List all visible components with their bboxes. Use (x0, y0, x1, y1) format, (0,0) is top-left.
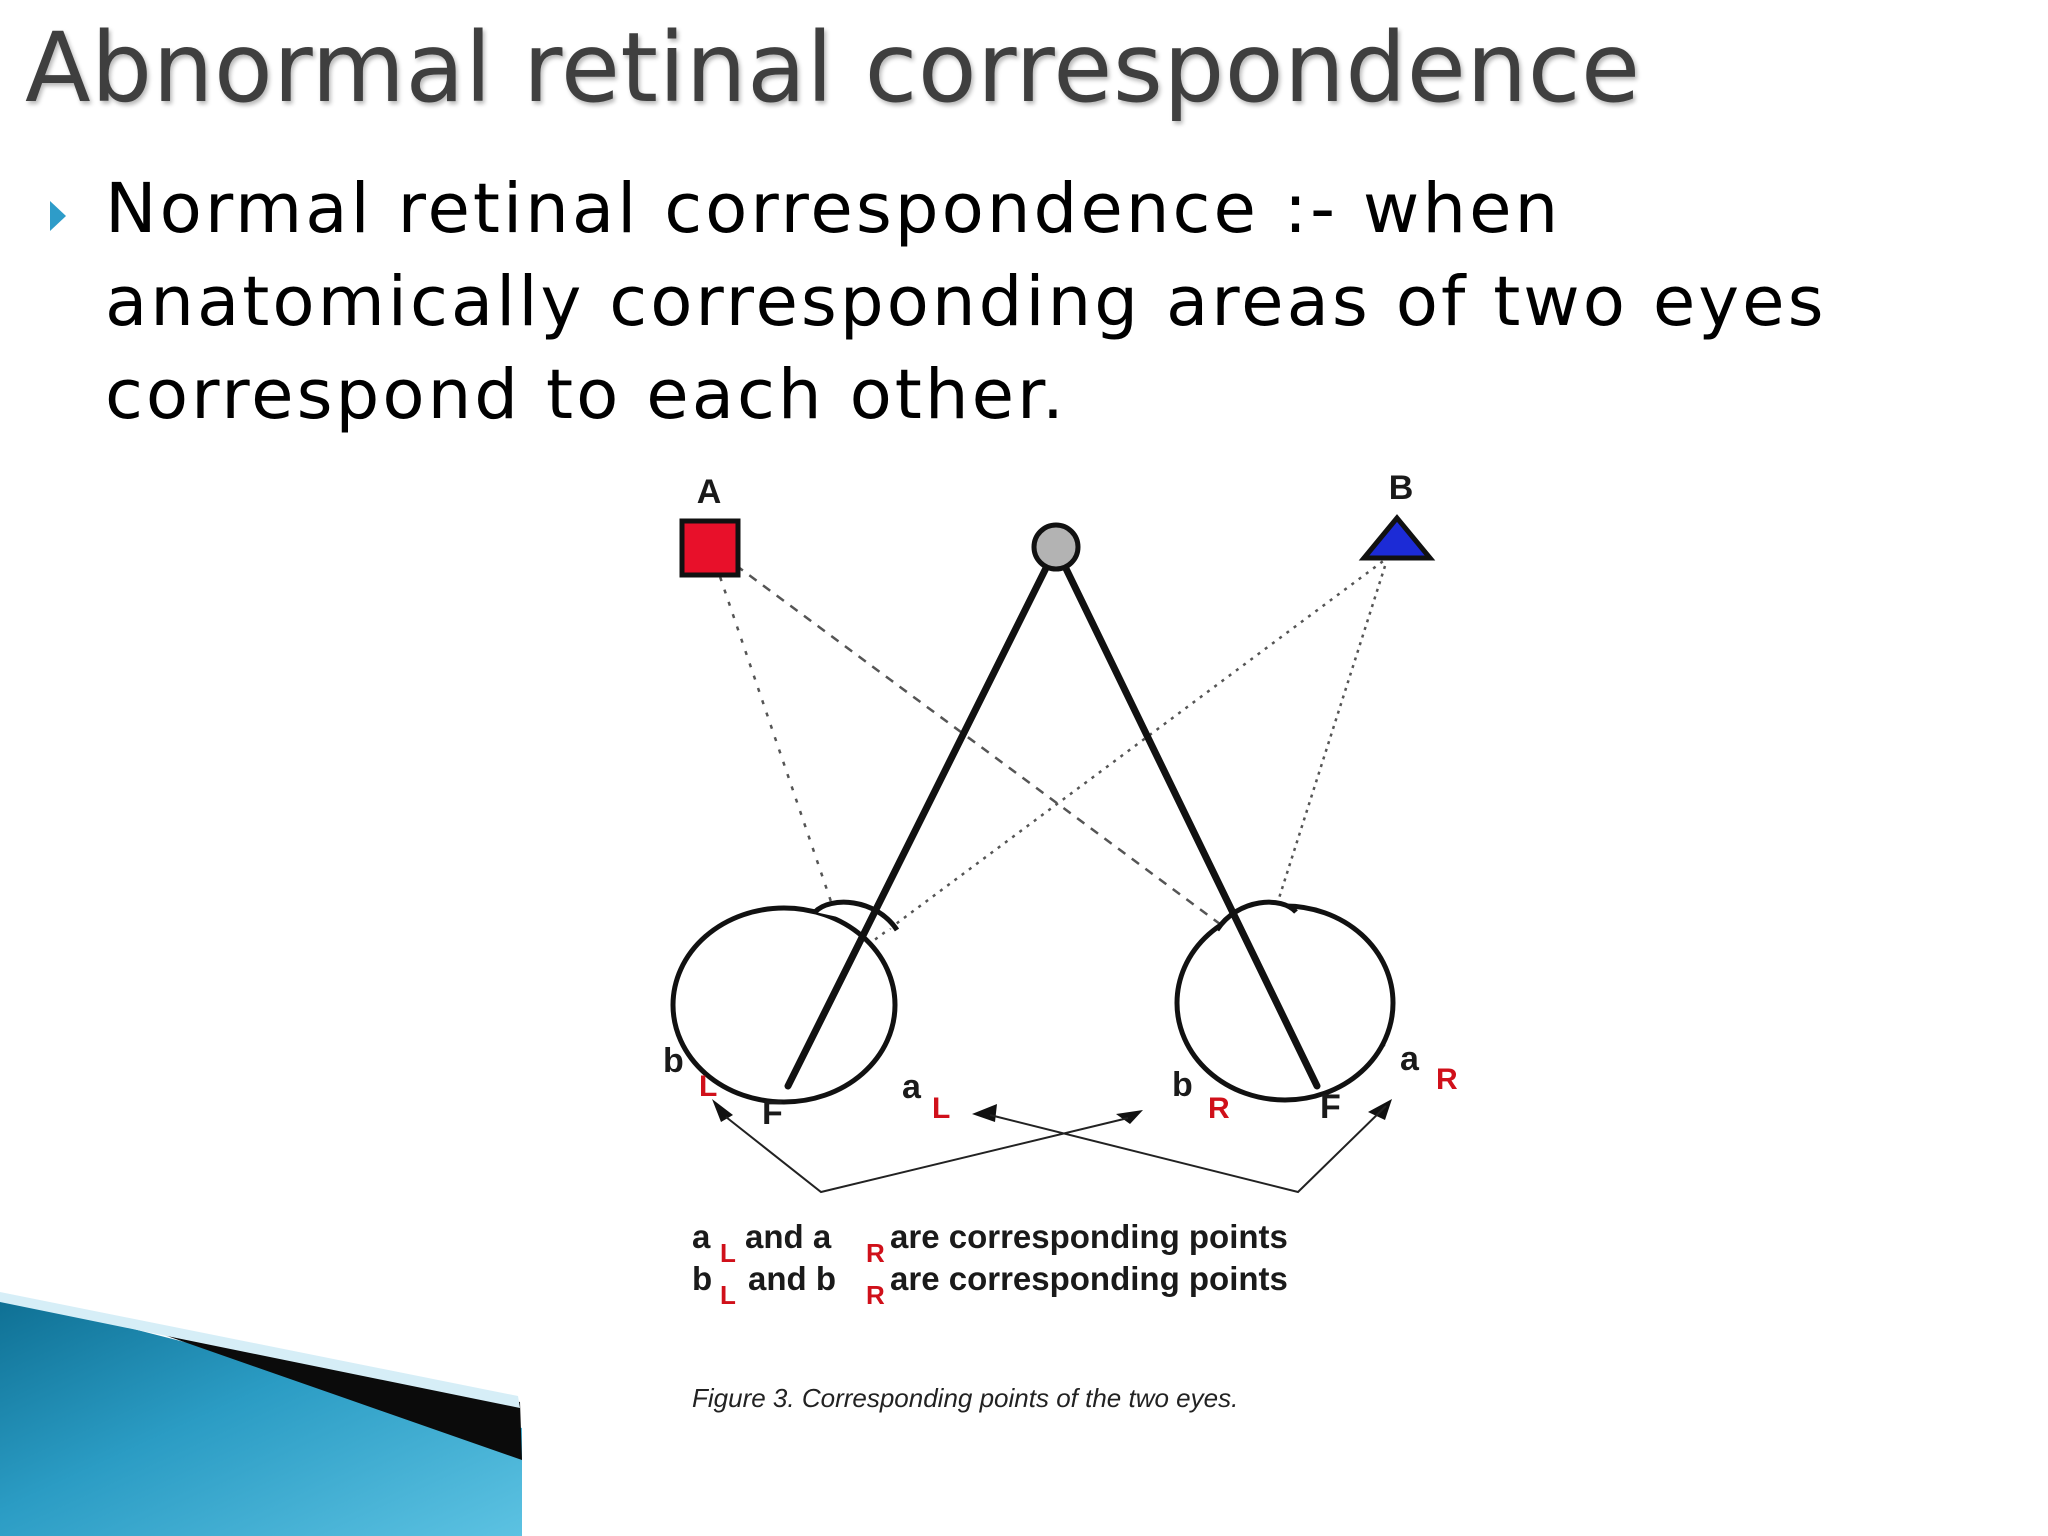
object-b-triangle (1358, 514, 1436, 561)
bullet-text: Normal retinal correspondence :- when an… (105, 163, 1985, 442)
retinal-labels: b L F a L b R F a R (663, 1040, 1458, 1132)
legend-line2-mid: and b (748, 1260, 836, 1297)
connector-b-left-to-b-right (725, 1116, 1129, 1194)
left-eye-cornea (813, 899, 900, 932)
corner-blue-shape (0, 1295, 522, 1536)
left-visual-axis (784, 544, 1060, 1090)
figure-caption: Figure 3. Corresponding points of the tw… (692, 1383, 1238, 1413)
label-a-right-subscript: R (1436, 1063, 1458, 1096)
right-eye (1174, 903, 1396, 1103)
corner-light-stripe (0, 1292, 520, 1408)
legend-line2-end: are corresponding points (890, 1260, 1288, 1297)
bullet-line-3: correspond to each other. (105, 355, 1067, 435)
bullet-line-1: Normal retinal correspondence :- when (105, 169, 1562, 249)
figure-legend: a L and a R are corresponding points b L… (692, 1218, 1288, 1310)
label-a-left-subscript: L (932, 1092, 950, 1125)
arrowhead-b-left (712, 1099, 733, 1122)
arrowhead-b-right (1116, 1110, 1143, 1124)
legend-line2-sub-R: R (866, 1280, 885, 1310)
object-a-square (679, 518, 741, 578)
right-visual-axis (1052, 544, 1321, 1090)
slide-title: Abnormal retinal correspondence (25, 12, 1641, 124)
legend-line1-mid: and a (745, 1218, 832, 1255)
legend-line1-sub-R: R (866, 1238, 885, 1268)
label-a-right: a (1400, 1040, 1420, 1078)
label-b-right-subscript: R (1208, 1092, 1230, 1125)
label-F-right: F (1320, 1088, 1341, 1126)
label-B: B (1389, 469, 1414, 507)
legend-line2-b: b (692, 1260, 712, 1297)
bullet-line-2: anatomically corresponding areas of two … (105, 262, 1827, 342)
projection-line-b-right (1226, 565, 1387, 1059)
bullet-arrow-icon (50, 201, 66, 231)
legend-line1-sub-L: L (720, 1238, 736, 1268)
label-F-left: F (762, 1094, 783, 1132)
arrowhead-a-right (1368, 1099, 1392, 1120)
label-A: A (697, 473, 722, 511)
legend-line1-a: a (692, 1218, 711, 1255)
label-b-left-subscript: L (699, 1070, 717, 1103)
label-a-left: a (902, 1068, 922, 1106)
label-b-left: b (663, 1042, 684, 1080)
projection-line-a-right (721, 553, 1391, 1052)
label-b-right: b (1172, 1066, 1193, 1104)
left-eye (670, 905, 898, 1105)
arrowhead-a-left (972, 1104, 997, 1122)
connector-a-left-to-a-right (989, 1105, 1387, 1194)
fixation-point (1031, 522, 1081, 572)
legend-line2-sub-L: L (720, 1280, 736, 1310)
legend-line1-end: are corresponding points (890, 1218, 1288, 1255)
